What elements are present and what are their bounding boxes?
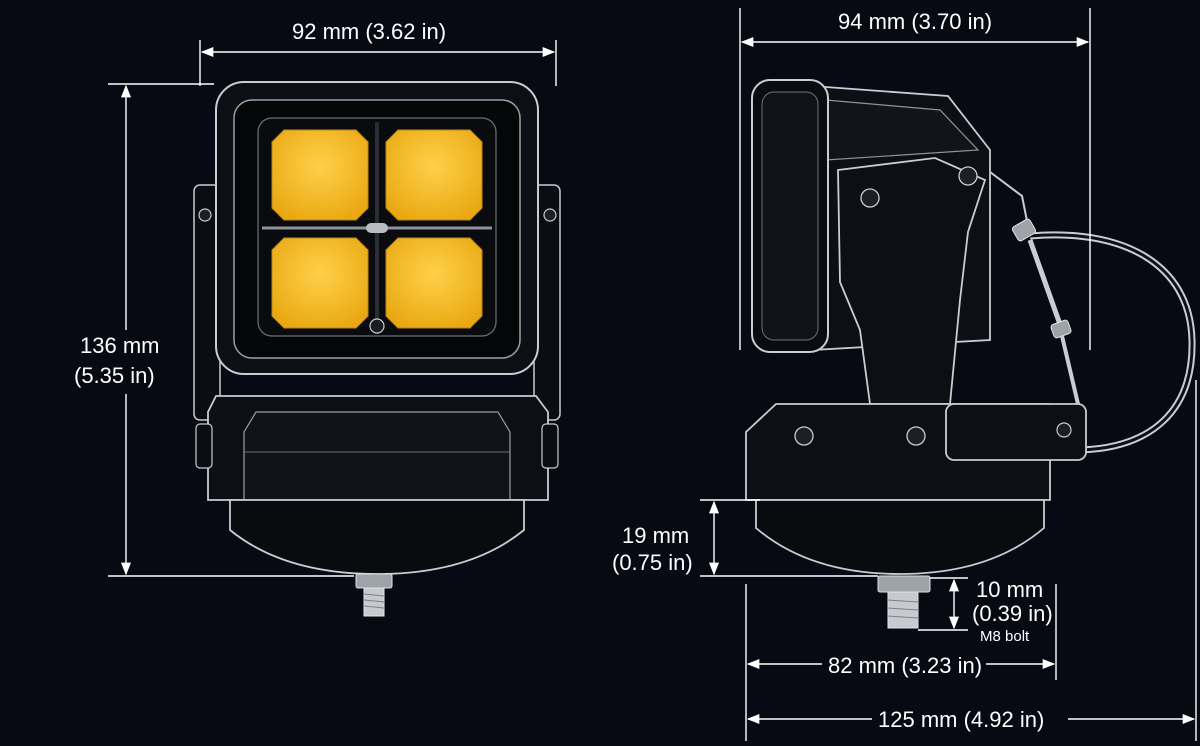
bolt-type-label: M8 bolt — [980, 628, 1030, 645]
cable-strain-relief — [1027, 239, 1065, 331]
motor-base-face — [243, 411, 511, 501]
base-bolt-right — [906, 426, 926, 446]
led-lenses — [271, 129, 483, 329]
right-base-knob — [541, 423, 559, 469]
mounting-disc — [229, 499, 525, 575]
base-diameter-label: 82 mm (3.23 in) — [828, 653, 983, 678]
base-height-label-in: (0.75 in) — [612, 550, 693, 575]
cable-clamp — [945, 403, 1087, 461]
side-mounting-disc — [755, 499, 1045, 575]
clamp-screw — [1056, 422, 1072, 438]
bolt-length-label-mm: 10 mm — [976, 577, 1044, 602]
led-lens-top-left — [271, 129, 369, 221]
led-lens-bottom-left — [271, 237, 369, 329]
front-view-light — [193, 81, 561, 617]
led-lens-top-right — [385, 129, 483, 221]
front-height-label-mm: 136 mm — [80, 333, 160, 358]
led-lens-bottom-right — [385, 237, 483, 329]
cable-gland — [1011, 218, 1037, 242]
bracket-bolt-upper-left — [860, 188, 880, 208]
overall-length-label: 125 mm (4.92 in) — [878, 707, 1045, 732]
base-bolt-left — [794, 426, 814, 446]
side-bracket-arm — [837, 157, 987, 405]
base-height-label-mm: 19 mm — [622, 523, 690, 548]
bolt-nut — [355, 573, 393, 589]
left-pivot-bolt — [198, 208, 212, 222]
right-pivot-bolt — [543, 208, 557, 222]
bracket-bolt-upper-right — [958, 166, 978, 186]
side-depth-label: 94 mm (3.70 in) — [838, 9, 993, 34]
left-base-knob — [195, 423, 213, 469]
front-height-label-in: (5.35 in) — [74, 363, 155, 388]
side-bolt-nut — [877, 575, 931, 593]
bottom-lens-screw — [369, 318, 385, 334]
front-width-label: 92 mm (3.62 in) — [292, 19, 447, 44]
bolt-length-label-in: (0.39 in) — [972, 601, 1053, 626]
center-screw — [366, 223, 388, 233]
side-view-light — [745, 79, 1196, 629]
